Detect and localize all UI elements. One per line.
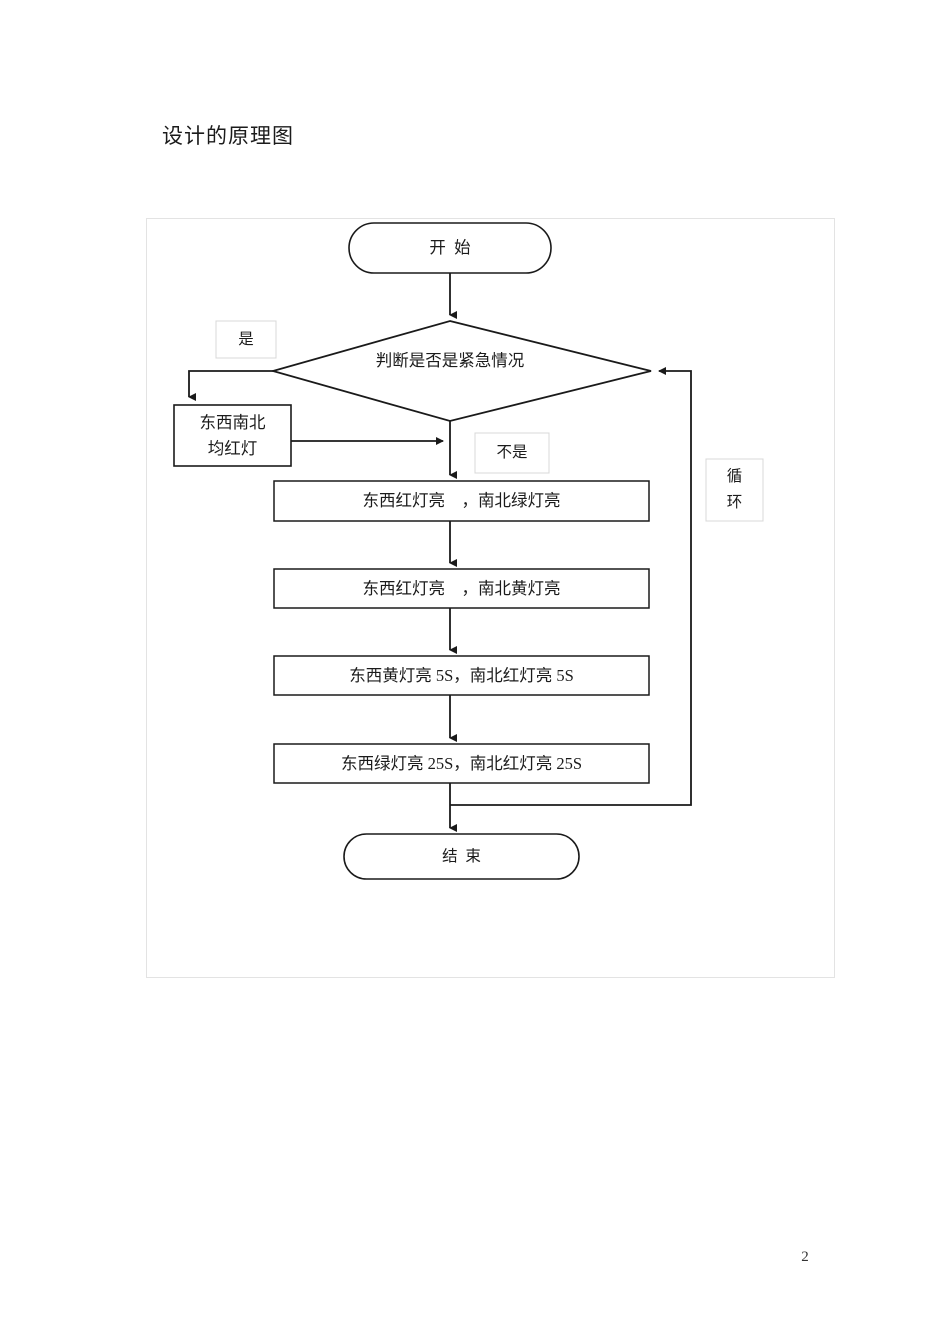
step-box-2 bbox=[273, 568, 650, 609]
edge-loop-back bbox=[450, 367, 692, 806]
page-title: 设计的原理图 bbox=[162, 124, 294, 148]
edge-decision-yes bbox=[188, 370, 273, 401]
end-node-shape bbox=[343, 833, 580, 880]
yes-label-box bbox=[215, 320, 277, 359]
no-label-box bbox=[474, 432, 550, 474]
loop-label-box bbox=[705, 458, 764, 522]
flowchart-graphics bbox=[173, 222, 764, 880]
decision-node-shape bbox=[269, 320, 652, 422]
step-box-1 bbox=[273, 480, 650, 522]
emergency-box-shape bbox=[173, 404, 292, 467]
page-number: 2 bbox=[801, 1249, 809, 1265]
step-box-3 bbox=[273, 655, 650, 696]
step-box-4 bbox=[273, 743, 650, 784]
start-node-shape bbox=[348, 222, 552, 274]
flowchart-container: 开 始 判断是否是紧急情况 是 不是 东西南北 均红灯 东西红灯亮 ，南北绿灯亮… bbox=[146, 218, 835, 978]
